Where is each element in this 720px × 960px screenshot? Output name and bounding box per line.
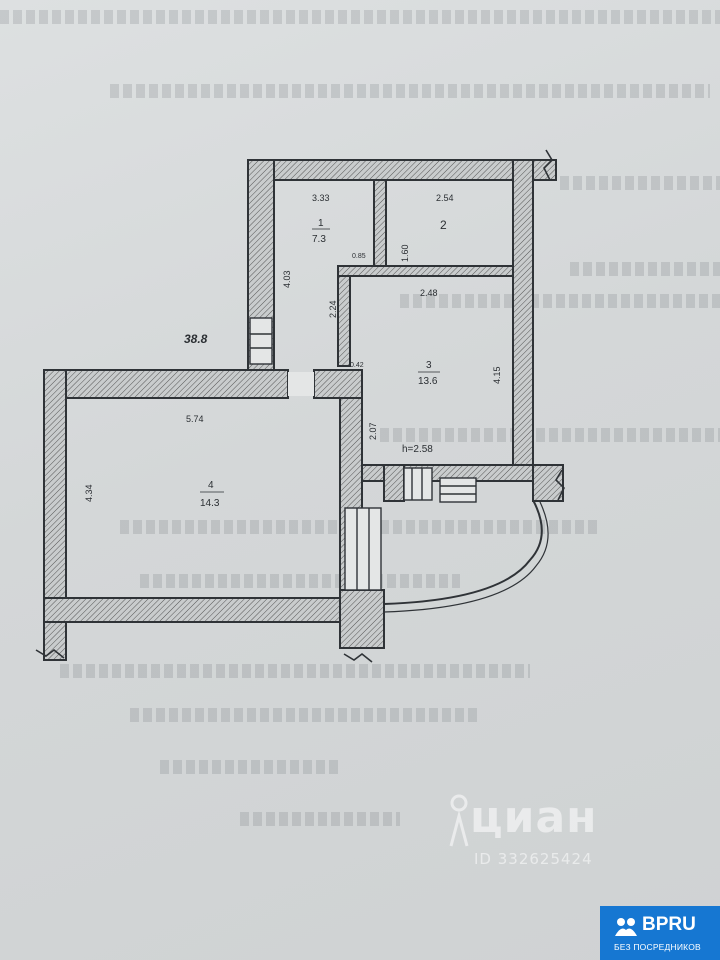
background-print-line [130, 708, 480, 722]
background-print-line [400, 294, 720, 308]
room-4-area: 14.3 [200, 498, 220, 509]
break-mark [554, 469, 565, 501]
cian-watermark: циан ID 332625424 [448, 782, 668, 882]
window-opening [344, 507, 382, 591]
door-opening [288, 372, 314, 396]
wall-segment [313, 369, 363, 399]
wall-segment [43, 597, 359, 623]
dim-r3-left-upper: 2.24 [328, 300, 338, 318]
dim-r4-height: 4.34 [84, 484, 94, 502]
wall-segment [383, 464, 405, 502]
dim-ceiling-height: h=2.58 [402, 444, 433, 455]
dim-r1-height: 4.03 [282, 270, 292, 288]
background-print-line [0, 10, 720, 24]
window-opening [249, 317, 273, 365]
break-mark [35, 648, 65, 659]
wall-segment [339, 589, 385, 649]
balcony-outline [383, 499, 543, 605]
room-3-area: 13.6 [418, 376, 438, 387]
total-area: 38.8 [184, 332, 208, 346]
dim-corridor: 0.42 [350, 362, 364, 369]
wall-segment [337, 265, 514, 277]
background-print-line [240, 812, 400, 826]
dim-r2-width: 2.54 [436, 193, 454, 203]
window-opening [403, 467, 433, 501]
dim-r2-height: 1.60 [400, 244, 410, 262]
dim-r4-width: 5.74 [186, 414, 204, 424]
room-2-number: 2 [440, 218, 447, 232]
badge-name: BPRU [642, 914, 696, 935]
wall-segment [373, 179, 387, 267]
badge-tagline: БЕЗ ПОСРЕДНИКОВ [614, 942, 701, 952]
background-print-line [570, 262, 720, 276]
wall-segment [43, 369, 289, 399]
room-1-number: 1 [318, 218, 324, 229]
dim-r3-width: 2.48 [420, 288, 438, 298]
window-opening [439, 477, 477, 503]
wall-segment [43, 369, 67, 661]
wall-segment [512, 159, 534, 466]
background-print-line [110, 84, 710, 98]
background-print-line [560, 176, 720, 190]
watermark-brand: циан [470, 792, 598, 843]
background-print-line [380, 428, 720, 442]
room-3-number: 3 [426, 360, 432, 371]
dim-r1-width: 3.33 [312, 193, 330, 203]
watermark-listing-id: ID 332625424 [474, 850, 593, 868]
dim-r3-right: 4.15 [492, 366, 502, 384]
people-icon [615, 918, 637, 936]
room-4-number: 4 [208, 480, 214, 491]
break-mark [543, 149, 554, 181]
break-mark [343, 652, 373, 663]
wall-segment [247, 159, 557, 181]
background-print-line [160, 760, 340, 774]
background-print-line [60, 664, 530, 678]
bpru-badge: BPRU БЕЗ ПОСРЕДНИКОВ [600, 906, 720, 960]
dim-r3-left-lower: 2.07 [368, 422, 378, 440]
wall-segment [337, 275, 351, 367]
dim-partition: 0.85 [352, 253, 366, 260]
room-1-area: 7.3 [312, 234, 326, 245]
cian-logo-icon [449, 794, 469, 847]
